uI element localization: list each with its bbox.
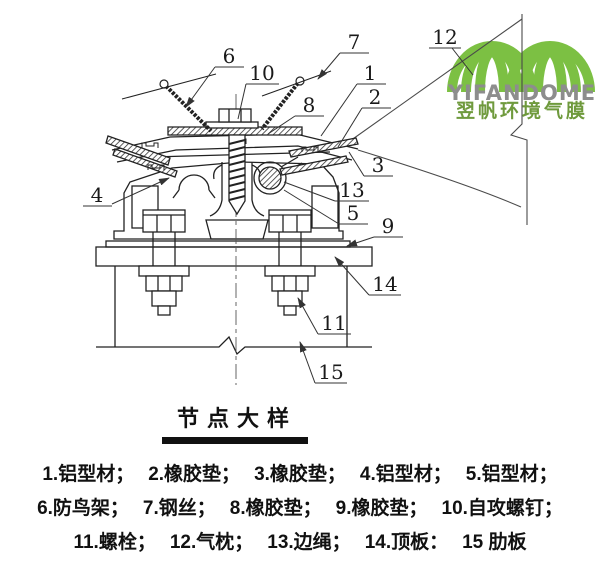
legend-item: 3.橡胶垫； [254, 464, 346, 485]
base-gasket [105, 240, 351, 248]
legend-item: 13.边绳； [267, 532, 351, 553]
legend-item: 12.气枕； [169, 532, 254, 553]
legend-item: 5.铝型材； [465, 464, 558, 485]
clip [301, 146, 319, 152]
svg-text:13: 13 [339, 178, 364, 202]
svg-text:1: 1 [364, 61, 377, 85]
svg-text:11: 11 [321, 311, 346, 335]
cap-assembly [105, 70, 359, 216]
callout-7: 7 [317, 30, 369, 80]
body-slot-left [172, 174, 216, 199]
svg-text:8: 8 [303, 93, 316, 117]
legend-row: 1.铝型材； 2.橡胶垫； 3.橡胶垫； 4.铝型材； 5.铝型材； [0, 458, 600, 492]
svg-text:5: 5 [347, 201, 360, 225]
steel-wire-left [121, 73, 217, 100]
svg-text:10: 10 [249, 61, 274, 85]
top-plate [95, 246, 373, 267]
callout-5: 5 [283, 189, 368, 225]
edge-rope [258, 166, 282, 190]
legend-item: 4.铝型材； [359, 464, 452, 485]
bolt-right [264, 209, 316, 316]
legend-item: 15 肋板 [462, 532, 527, 553]
body-cavity-right [311, 185, 339, 229]
callouts: 1 2 3 4 5 6 7 8 9 10 11 12 13 14 15 [83, 25, 474, 384]
node-assembly [95, 156, 373, 356]
callout-8: 8 [267, 93, 324, 135]
title-underline [162, 437, 308, 444]
legend-item: 14.顶板： [364, 532, 449, 553]
bolt-left [138, 209, 190, 316]
clamp-strip-right-2 [279, 155, 349, 176]
callout-10: 10 [237, 61, 279, 120]
parts-legend: 1.铝型材； 2.橡胶垫； 3.橡胶垫； 4.铝型材； 5.铝型材； 6.防鸟架； 7.钢丝… [0, 458, 600, 560]
callout-4: 4 [83, 177, 170, 207]
svg-text:15: 15 [318, 360, 343, 384]
callout-1: 1 [320, 61, 386, 137]
callout-2: 2 [337, 85, 391, 148]
svg-text:6: 6 [223, 44, 236, 68]
legend-item: 2.橡胶垫； [148, 464, 241, 485]
legend-row: 6.防鸟架； 7.钢丝； 8.橡胶垫； 9.橡胶垫； 10.自攻螺钉； [0, 492, 600, 526]
logo-chinese-text: 翌帆环境气膜 [455, 100, 588, 122]
body-cavity-center [205, 219, 269, 240]
figure-title: 节点大样 [176, 406, 297, 431]
pillow-break-line [509, 14, 528, 225]
bird-frame-rod-left [159, 79, 213, 133]
legend-item: 7.钢丝； [142, 498, 216, 519]
svg-text:9: 9 [382, 214, 395, 238]
self-tapping-screw [205, 108, 259, 216]
callout-11: 11 [297, 297, 351, 335]
callout-3: 3 [348, 151, 393, 177]
clip [147, 164, 165, 170]
legend-item: 8.橡胶垫； [229, 498, 322, 519]
callout-15: 15 [299, 341, 347, 384]
logo-latin-text: YIFANDOME [447, 81, 597, 105]
svg-text:14: 14 [372, 272, 397, 296]
legend-item: 6.防鸟架； [37, 498, 129, 519]
svg-text:7: 7 [348, 30, 361, 54]
callout-14: 14 [334, 256, 401, 296]
clamp-strip-left-2 [112, 148, 178, 178]
break-line [96, 335, 372, 356]
svg-text:4: 4 [91, 183, 104, 207]
svg-text:2: 2 [369, 85, 382, 109]
callout-6: 6 [185, 44, 244, 108]
callout-13: 13 [283, 178, 369, 202]
legend-row: 11.螺栓； 12.气枕； 13.边绳； 14.顶板： 15 肋板 [0, 526, 600, 560]
legend-item: 10.自攻螺钉； [441, 498, 563, 519]
logo-dome-icon [447, 41, 595, 93]
screw-boss [209, 162, 265, 217]
svg-text:3: 3 [372, 153, 385, 177]
rope-channel [253, 161, 287, 195]
clip [141, 142, 159, 148]
clamp-strip-left-1 [105, 135, 171, 166]
legend-item: 11.螺栓； [73, 532, 156, 553]
callout-9: 9 [346, 214, 403, 247]
svg-text:12: 12 [432, 25, 457, 49]
air-pillow-outline [349, 14, 528, 225]
legend-item: 9.橡胶垫； [335, 498, 428, 519]
legend-item: 1.铝型材； [42, 464, 135, 485]
callout-12: 12 [429, 25, 474, 76]
